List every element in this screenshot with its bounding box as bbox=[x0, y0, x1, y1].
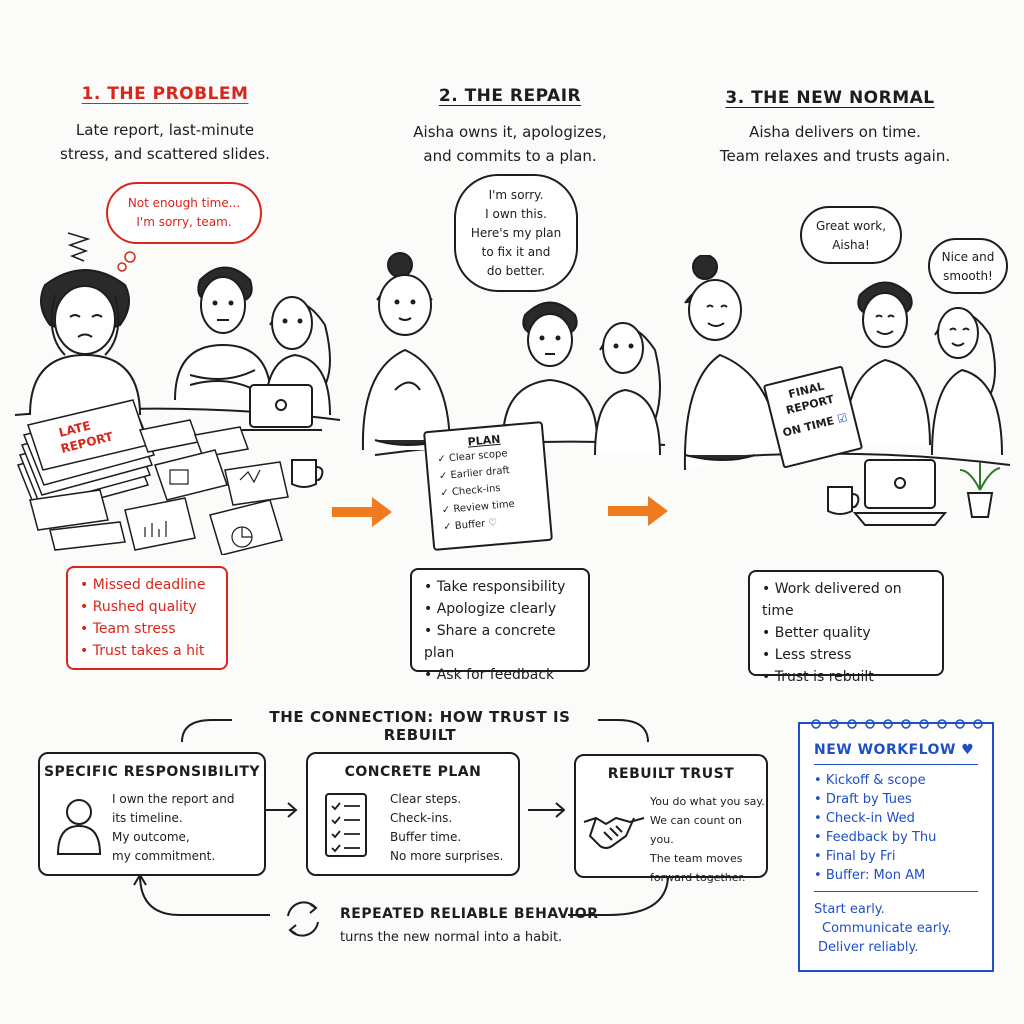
outcome-item: Rushed quality bbox=[80, 596, 214, 618]
bubble-line: I'm sorry, team. bbox=[136, 215, 232, 229]
heart-icon: ♡ bbox=[487, 517, 498, 530]
panel-3-subtitle: Aisha delivers on time. Team relaxes and… bbox=[690, 120, 980, 168]
panel-1-subtitle: Late report, last-minute stress, and sca… bbox=[30, 118, 300, 166]
step-specific-responsibility: SPECIFIC RESPONSIBILITY I own the report… bbox=[38, 752, 266, 876]
bubble-line: Great work, bbox=[815, 219, 887, 233]
panel-3-subtitle-line: Aisha delivers on time. bbox=[749, 123, 921, 141]
step-rebuilt-trust: REBUILT TRUST You do what you say. We ca… bbox=[574, 754, 768, 884]
panel-3-illustration bbox=[683, 255, 1011, 526]
outcome-item: Trust takes a hit bbox=[80, 640, 214, 662]
panel-1-subtitle-line: stress, and scattered slides. bbox=[60, 145, 270, 163]
bubble-line: I own this. bbox=[485, 207, 547, 221]
bubble-line: I'm sorry. bbox=[488, 188, 544, 202]
progress-arrow-2 bbox=[608, 496, 668, 526]
workflow-item: Feedback by Thu bbox=[814, 828, 978, 847]
step-text: Clear steps. Check-ins. Buffer time. No … bbox=[390, 792, 504, 863]
step-title: SPECIFIC RESPONSIBILITY bbox=[43, 764, 261, 780]
workflow-closing: Start early. Communicate early. Deliver … bbox=[814, 902, 952, 955]
bubble-line: Here's my plan bbox=[470, 226, 562, 240]
workflow-item: Kickoff & scope bbox=[814, 771, 978, 790]
checklist-icon bbox=[325, 793, 367, 857]
bubble-line: smooth! bbox=[943, 269, 993, 283]
panel-1-illustration: LATE REPORT bbox=[14, 232, 340, 555]
panel-2-subtitle: Aisha owns it, apologizes, and commits t… bbox=[375, 120, 645, 168]
bubble-line: Aisha! bbox=[832, 238, 870, 252]
result-item: Work delivered on time bbox=[762, 578, 930, 622]
check-box-icon: ☑ bbox=[835, 410, 849, 426]
result-item: Better quality bbox=[762, 622, 930, 644]
bubble-line: Not enough time... bbox=[127, 196, 241, 210]
result-item: Less stress bbox=[762, 644, 930, 666]
workflow-divider bbox=[814, 891, 978, 892]
step-title: REBUILT TRUST bbox=[607, 766, 735, 782]
heart-icon: ♥ bbox=[961, 742, 975, 758]
outcome-item: Team stress bbox=[80, 618, 214, 640]
bubble-line: Nice and bbox=[941, 250, 995, 264]
spiral-binding-icon bbox=[811, 719, 983, 729]
connection-title: THE CONNECTION: HOW TRUST IS REBUILT bbox=[269, 708, 571, 744]
connection-arcs bbox=[133, 719, 669, 916]
loop-text: turns the new normal into a habit. bbox=[340, 930, 563, 945]
panel-2-subtitle-line: and commits to a plan. bbox=[423, 147, 597, 165]
cycle-icon bbox=[287, 901, 319, 937]
action-item: Take responsibility bbox=[424, 576, 576, 598]
action-item: Ask for feedback bbox=[424, 664, 576, 686]
outcome-item: Missed deadline bbox=[80, 574, 214, 596]
panel-1-subtitle-line: Late report, last-minute bbox=[75, 121, 255, 139]
workflow-title: NEW WORKFLOW bbox=[814, 742, 956, 758]
handshake-icon bbox=[583, 816, 645, 849]
panel-1-thought-bubble: Not enough time... I'm sorry, team. bbox=[106, 182, 262, 244]
step-text: I own the report and its timeline. My ou… bbox=[112, 792, 235, 863]
plan-notebook: PLAN ✓ Clear scope ✓ Earlier draft ✓ Che… bbox=[422, 420, 554, 552]
bubble-line: to fix it and bbox=[481, 245, 551, 259]
panel-3-title: 3. THE NEW NORMAL bbox=[725, 88, 935, 108]
panel-3-speech-bubble-1: Great work, Aisha! bbox=[800, 206, 902, 264]
bubble-line: do better. bbox=[486, 264, 546, 278]
new-workflow-note: NEW WORKFLOW ♥ Kickoff & scope Draft by … bbox=[798, 719, 994, 972]
step-concrete-plan: CONCRETE PLAN Clear steps. Check-ins. Bu… bbox=[306, 752, 520, 876]
workflow-item: Check-in Wed bbox=[814, 809, 978, 828]
panel-3-results: Work delivered on time Better quality Le… bbox=[748, 570, 944, 685]
step-title: CONCRETE PLAN bbox=[344, 764, 482, 780]
workflow-divider bbox=[814, 764, 978, 765]
panel-3-speech-bubble-2: Nice and smooth! bbox=[928, 238, 1008, 294]
panel-2-title: 2. THE REPAIR bbox=[438, 86, 582, 106]
action-item: Apologize clearly bbox=[424, 598, 576, 620]
panel-3-subtitle-line: Team relaxes and trusts again. bbox=[719, 147, 951, 165]
loop-title: REPEATED RELIABLE BEHAVIOR bbox=[340, 906, 599, 922]
person-icon bbox=[56, 799, 102, 855]
panel-2-speech-bubble: I'm sorry. I own this. Here's my plan to… bbox=[454, 174, 578, 292]
workflow-item: Buffer: Mon AM bbox=[814, 866, 978, 885]
panel-2-subtitle-line: Aisha owns it, apologizes, bbox=[413, 123, 607, 141]
step-text: You do what you say. We can count on you… bbox=[650, 795, 765, 884]
workflow-item: Final by Fri bbox=[814, 847, 978, 866]
workflow-item: Draft by Tues bbox=[814, 790, 978, 809]
panel-1-title: 1. THE PROBLEM bbox=[81, 84, 249, 104]
progress-arrow-1 bbox=[332, 497, 392, 527]
panel-1-outcomes: Missed deadline Rushed quality Team stre… bbox=[66, 566, 228, 670]
panel-2-illustration bbox=[361, 252, 666, 456]
action-item: Share a concrete plan bbox=[424, 620, 576, 664]
panel-2-actions: Take responsibility Apologize clearly Sh… bbox=[410, 568, 590, 683]
result-item: Trust is rebuilt bbox=[762, 666, 930, 688]
